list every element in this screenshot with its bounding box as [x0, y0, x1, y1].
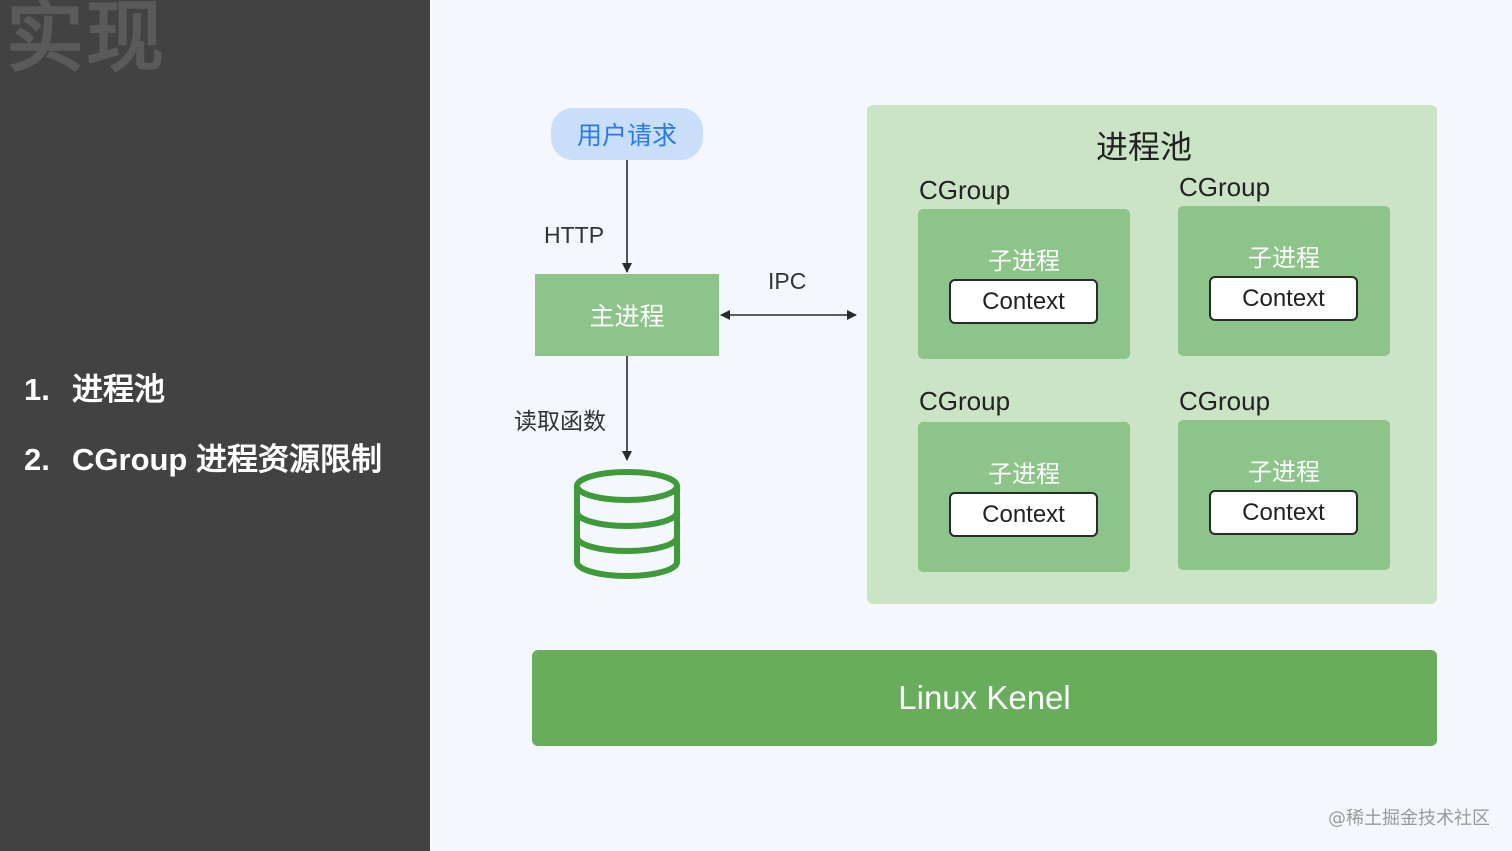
- cgroup-label: CGroup: [1179, 386, 1271, 416]
- slide-title: 实现: [6, 0, 167, 83]
- outline-item: 1. 进程池: [24, 368, 382, 438]
- watermark: @稀土掘金技术社区: [1328, 808, 1490, 829]
- outline-item-text: CGroup 进程资源限制: [72, 442, 382, 477]
- child-process-label: 子进程: [1248, 244, 1320, 272]
- cgroup-label: CGroup: [1179, 172, 1271, 202]
- cgroup-box: 子进程 Context: [1178, 206, 1390, 356]
- outline-item-number: 1.: [24, 372, 50, 407]
- context-box: Context: [1209, 490, 1358, 535]
- cgroup-box: 子进程 Context: [1178, 420, 1390, 570]
- cgroup-box: 子进程 Context: [918, 209, 1130, 359]
- context-box: Context: [949, 492, 1098, 537]
- main-process-node: 主进程: [535, 274, 719, 356]
- child-process-label: 子进程: [988, 460, 1060, 488]
- outline-item-number: 2.: [24, 442, 50, 477]
- database-icon: [574, 469, 680, 579]
- linux-kernel-bar: Linux Kenel: [532, 650, 1437, 746]
- cgroup-label: CGroup: [919, 175, 1011, 205]
- ipc-label: IPC: [768, 268, 807, 294]
- context-box: Context: [1209, 276, 1358, 321]
- left-panel: 实现 1. 进程池 2. CGroup 进程资源限制: [0, 0, 430, 851]
- outline-item-text: 进程池: [72, 372, 165, 407]
- http-label: HTTP: [544, 222, 605, 248]
- context-box: Context: [949, 279, 1098, 324]
- child-process-label: 子进程: [1248, 458, 1320, 486]
- outline-list: 1. 进程池 2. CGroup 进程资源限制: [24, 368, 382, 508]
- user-request-node: 用户请求: [551, 108, 703, 160]
- read-function-label: 读取函数: [514, 408, 606, 434]
- cgroup-label: CGroup: [919, 386, 1011, 416]
- cgroup-box: 子进程 Context: [918, 422, 1130, 572]
- child-process-label: 子进程: [988, 247, 1060, 275]
- process-pool-title: 进程池: [1095, 128, 1192, 166]
- outline-item: 2. CGroup 进程资源限制: [24, 438, 382, 508]
